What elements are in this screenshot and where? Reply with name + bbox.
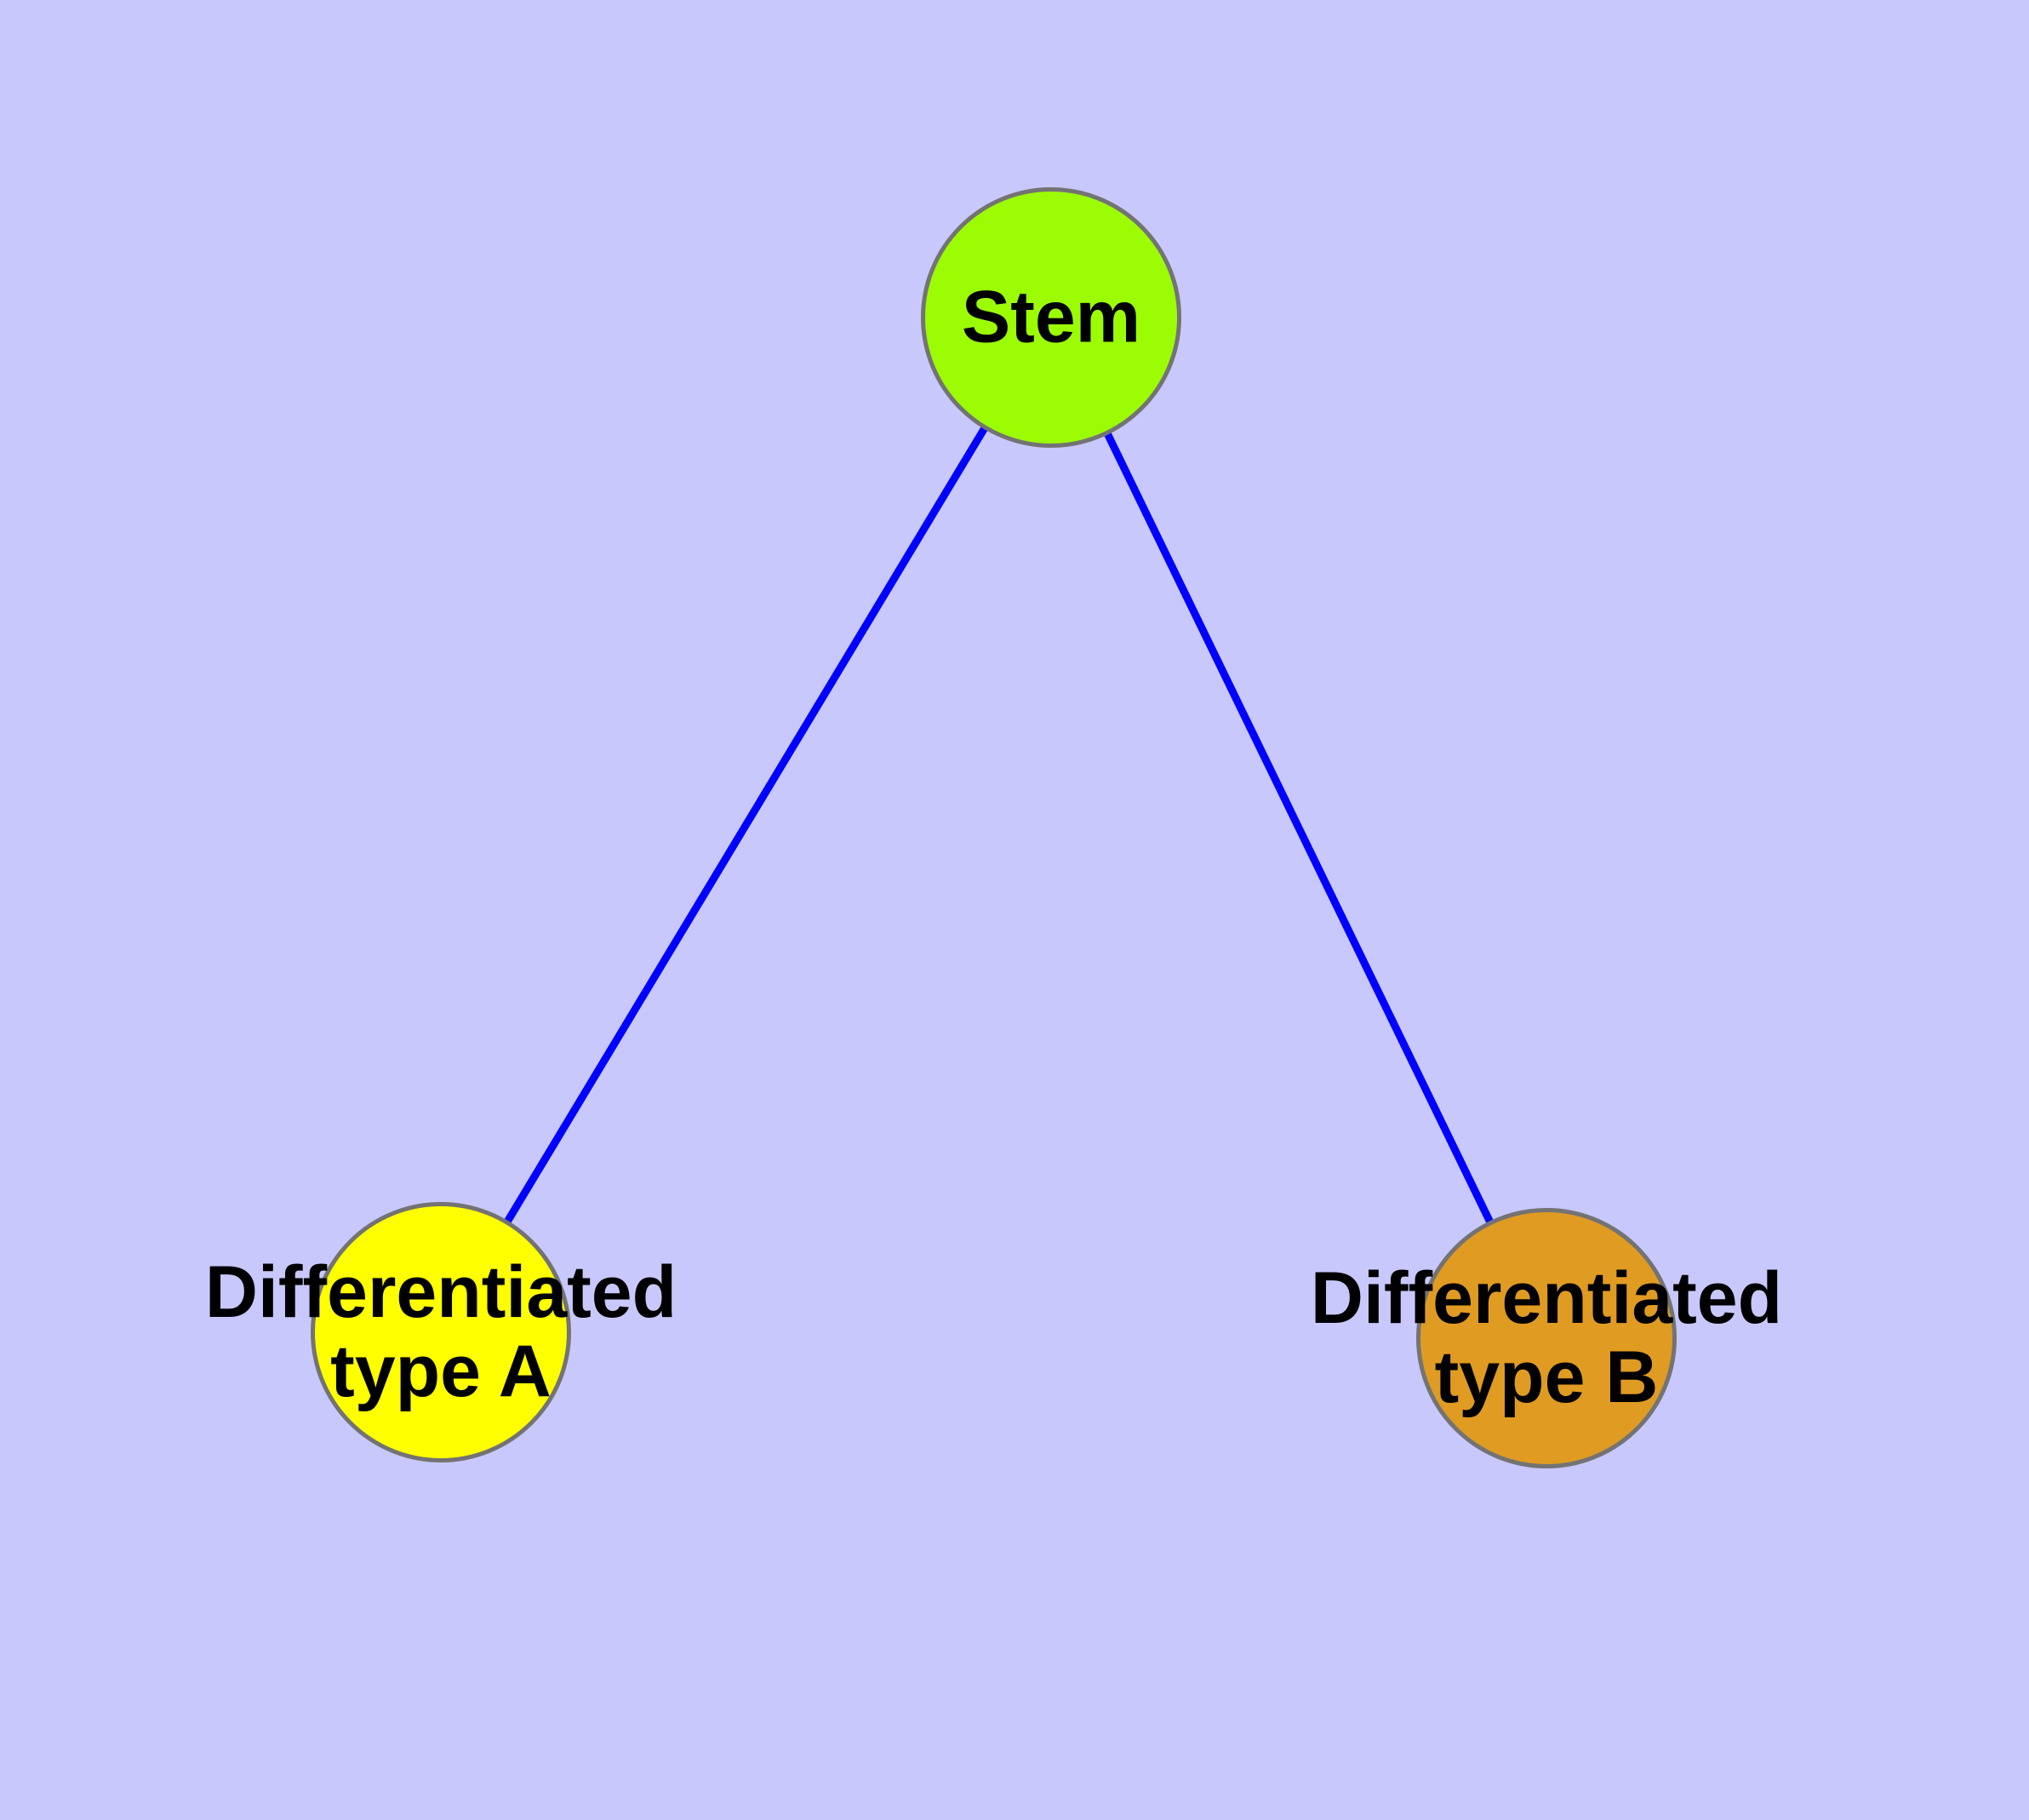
node-differentiated-type-b-wrapper: Differentiated type B xyxy=(1311,1208,1782,1468)
node-stem[interactable] xyxy=(921,187,1181,448)
edge-stem-to-differentiated-type-b[interactable] xyxy=(1047,316,1551,1340)
node-differentiated-type-b[interactable] xyxy=(1416,1208,1677,1468)
node-stem-wrapper: Stem xyxy=(921,187,1181,448)
edge-stem-to-differentiated-type-a[interactable] xyxy=(437,315,1055,1335)
node-differentiated-type-a-wrapper: Differentiated type A xyxy=(205,1202,677,1462)
node-differentiated-type-a[interactable] xyxy=(311,1202,571,1462)
